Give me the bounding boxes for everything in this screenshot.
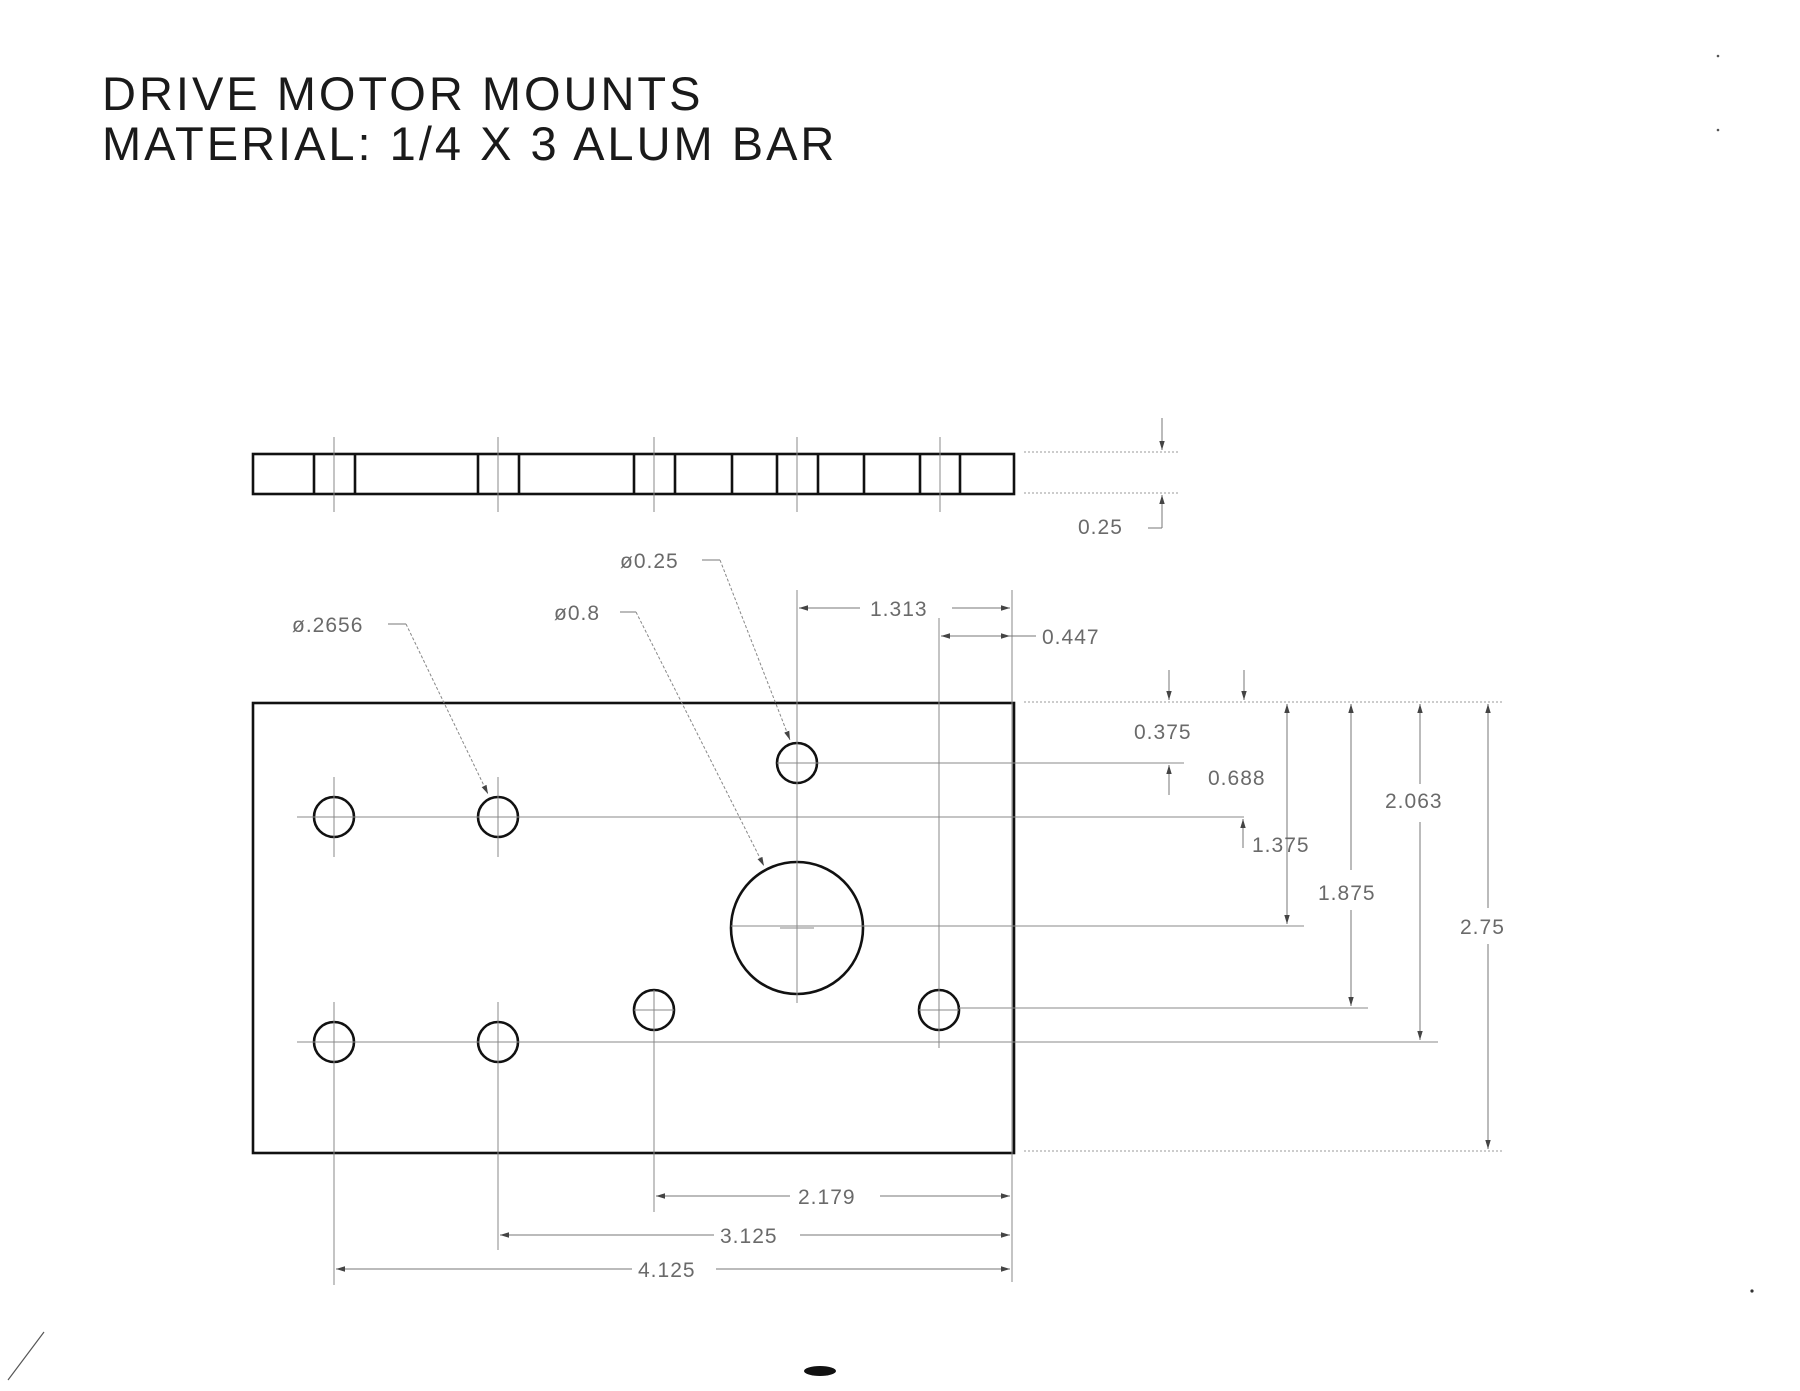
side-view: 0.25: [251, 418, 1178, 539]
dim-2179: 2.179: [798, 1186, 856, 1209]
right-dimensions: 0.375 0.688 1.375 1.875 2.063 2.75: [1134, 670, 1505, 1149]
dim-1375: 1.375: [1252, 834, 1310, 857]
dim-motor-bore-dia: ø0.8: [554, 602, 600, 625]
dim-4125: 4.125: [638, 1259, 696, 1282]
dim-2063: 2.063: [1385, 790, 1443, 813]
dim-thickness: 0.25: [1078, 516, 1123, 539]
dim-0375: 0.375: [1134, 721, 1192, 744]
plate-outline: [251, 701, 1016, 1155]
drawing-title: DRIVE MOTOR MOUNTS: [102, 67, 703, 120]
hole-callouts: ø.2656 ø0.8 ø0.25: [292, 550, 791, 867]
dim-275: 2.75: [1460, 916, 1505, 939]
material-spec: MATERIAL: 1/4 X 3 ALUM BAR: [102, 117, 837, 170]
dim-1875: 1.875: [1318, 882, 1376, 905]
dim-0688: 0.688: [1208, 767, 1266, 790]
dim-3125: 3.125: [720, 1225, 778, 1248]
dim-0447: 0.447: [1042, 626, 1100, 649]
bottom-dimensions: 2.179 3.125 4.125: [336, 1186, 1010, 1282]
top-dimensions: 1.313 0.447: [799, 598, 1100, 649]
scan-artifacts: [7, 54, 1754, 1381]
dim-top-hole-dia: ø0.25: [620, 550, 679, 573]
front-view: [251, 590, 1502, 1285]
dim-1313: 1.313: [870, 598, 928, 621]
dim-small-hole-dia: ø.2656: [292, 614, 363, 637]
